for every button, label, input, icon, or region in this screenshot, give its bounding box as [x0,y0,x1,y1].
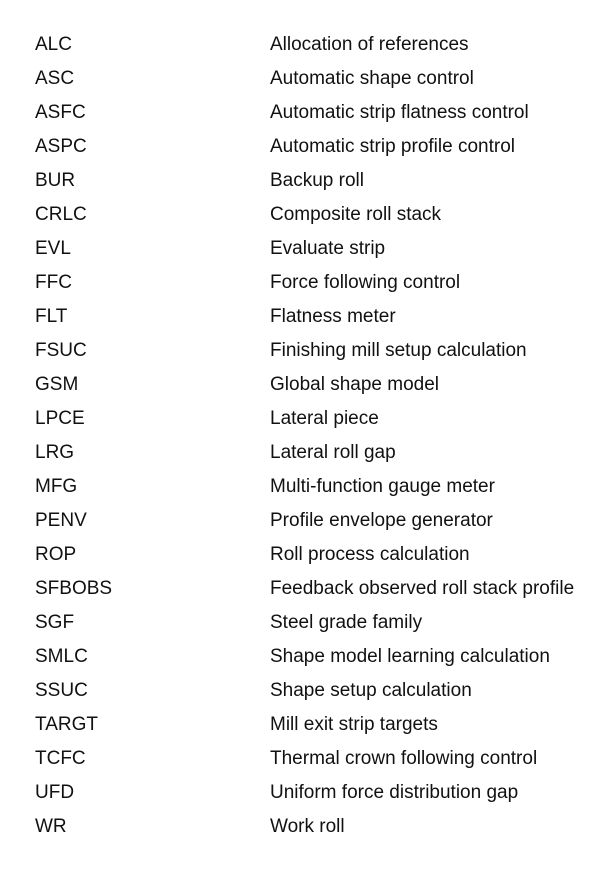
abbreviation-description: Composite roll stack [270,204,442,225]
abbreviation-description: Multi-function gauge meter [270,476,495,497]
list-item: SMLC Shape model learning calculation [35,640,605,674]
list-item: MFG Multi-function gauge meter [35,470,605,504]
abbreviation-description: Force following control [270,272,461,293]
abbreviation-description: Lateral piece [270,408,379,429]
list-item: BUR Backup roll [35,164,605,198]
abbreviation-description: Steel grade family [270,612,423,633]
abbreviation-description: Mill exit strip targets [270,714,438,735]
abbreviation-description: Automatic strip flatness control [270,102,529,123]
abbreviation-code: SGF [35,612,75,633]
abbreviation-code: ASPC [35,136,87,157]
abbreviation-description: Shape setup calculation [270,680,472,701]
abbreviation-description: Work roll [270,816,345,837]
list-item: SGF Steel grade family [35,606,605,640]
abbreviation-code: TARGT [35,714,98,735]
list-item: PENV Profile envelope generator [35,504,605,538]
list-item: ALC Allocation of references [35,28,605,62]
abbreviation-description: Thermal crown following control [270,748,538,769]
abbreviation-code: EVL [35,238,71,259]
list-item: TARGT Mill exit strip targets [35,708,605,742]
list-item: LRG Lateral roll gap [35,436,605,470]
abbreviation-description: Feedback observed roll stack profile [270,578,575,599]
abbreviation-code: PENV [35,510,87,531]
abbreviation-list: ALC Allocation of references ASC Automat… [35,28,605,844]
abbreviation-code: FFC [35,272,72,293]
list-item: FFC Force following control [35,266,605,300]
abbreviation-description: Finishing mill setup calculation [270,340,527,361]
abbreviation-description: Automatic shape control [270,68,474,89]
list-item: ASFC Automatic strip flatness control [35,96,605,130]
list-item: FSUC Finishing mill setup calculation [35,334,605,368]
abbreviation-code: LPCE [35,408,85,429]
abbreviation-code: LRG [35,442,75,463]
abbreviation-code: FSUC [35,340,87,361]
list-item: TCFC Thermal crown following control [35,742,605,776]
abbreviation-code: ASC [35,68,75,89]
abbreviation-description: Profile envelope generator [270,510,493,531]
list-item: ROP Roll process calculation [35,538,605,572]
abbreviation-code: ROP [35,544,77,565]
list-item: FLT Flatness meter [35,300,605,334]
abbreviation-description: Flatness meter [270,306,396,327]
abbreviation-description: Lateral roll gap [270,442,396,463]
abbreviation-code: TCFC [35,748,86,769]
abbreviation-code: SMLC [35,646,88,667]
list-item: WR Work roll [35,810,605,844]
abbreviation-code: ALC [35,34,72,55]
list-item: LPCE Lateral piece [35,402,605,436]
list-item: EVL Evaluate strip [35,232,605,266]
list-item: CRLC Composite roll stack [35,198,605,232]
abbreviation-description: Global shape model [270,374,439,395]
abbreviation-code: GSM [35,374,79,395]
abbreviation-description: Roll process calculation [270,544,470,565]
list-item: ASC Automatic shape control [35,62,605,96]
abbreviation-code: UFD [35,782,75,803]
abbreviation-code: SFBOBS [35,578,113,599]
abbreviation-description: Uniform force distribution gap [270,782,519,803]
abbreviation-code: BUR [35,170,76,191]
abbreviation-code: WR [35,816,67,837]
abbreviation-description: Backup roll [270,170,364,191]
list-item: SSUC Shape setup calculation [35,674,605,708]
abbreviation-code: FLT [35,306,68,327]
abbreviation-description: Evaluate strip [270,238,386,259]
list-item: GSM Global shape model [35,368,605,402]
list-item: UFD Uniform force distribution gap [35,776,605,810]
list-item: SFBOBS Feedback observed roll stack prof… [35,572,605,606]
abbreviation-code: CRLC [35,204,87,225]
abbreviation-description: Shape model learning calculation [270,646,550,667]
abbreviation-description: Allocation of references [270,34,469,55]
abbreviation-description: Automatic strip profile control [270,136,515,157]
abbreviation-code: ASFC [35,102,86,123]
list-item: ASPC Automatic strip profile control [35,130,605,164]
abbreviation-code: SSUC [35,680,88,701]
abbreviation-code: MFG [35,476,78,497]
